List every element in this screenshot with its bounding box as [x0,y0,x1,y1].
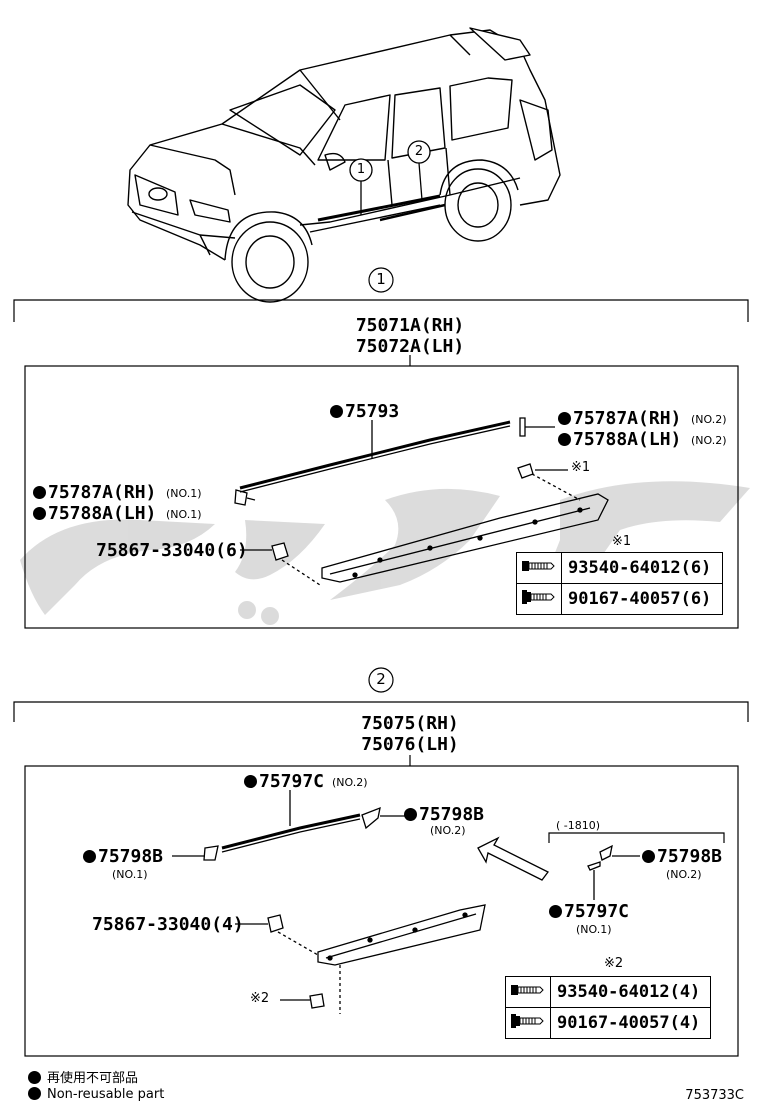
bolt-icon [505,976,551,1008]
legend-en-text: Non-reusable part [47,1087,165,1102]
clip-right-lh-number: 75788A(LH) [573,429,682,450]
end-left-number: 75798B [98,846,164,867]
section2-assembly-lh[interactable]: 75076(LH) [361,734,459,755]
bolt-icon [516,552,562,584]
clip-right-lh-note: (NO.2) [691,434,727,447]
part-75793[interactable]: 75793 [330,402,399,422]
vehicle-illustration [127,27,561,303]
clip-right-rh-number: 75787A(RH) [573,408,682,429]
figure-number: 753733C [685,1088,744,1103]
inset-date-range: ( -1810) [556,819,601,832]
vehicle-callout-2: 2 [414,144,424,159]
legend-en: Non-reusable part [28,1087,164,1102]
non-reusable-dot-icon [28,1087,41,1100]
section2-screw-ref: ※2 [250,991,270,1006]
section2-frame [13,667,749,1057]
screw-part-number[interactable]: 93540-64012(6) [561,552,723,584]
clip-left-rh[interactable]: 75787A(RH) [33,483,156,503]
section1-assembly-lh[interactable]: 75072A(LH) [355,336,465,357]
section2-parts [172,790,640,1014]
legend-jp-text: 再使用不可部品 [47,1071,139,1086]
end-left-note: (NO.1) [112,868,148,881]
clip-left-lh-number: 75788A(LH) [48,503,157,524]
end-right-note: (NO.2) [430,824,466,837]
clip-right-rh[interactable]: 75787A(RH) [558,409,681,429]
flange-bolt-icon [505,1007,551,1039]
screw-row: 93540-64012(6) [516,552,723,584]
molding-top-note: (NO.2) [332,776,368,789]
vehicle-callout-1: 1 [356,162,366,177]
clip-left-lh[interactable]: 75788A(LH) [33,504,156,524]
screw-row: 90167-40057(4) [505,1007,711,1039]
clip-left-lh-note: (NO.1) [166,508,202,521]
inset-molding-75797c[interactable]: 75797C [549,902,629,922]
end-75798b-no2[interactable]: 75798B [404,805,484,825]
inset-molding-note: (NO.1) [576,923,612,936]
section1-retainer[interactable]: 75867-33040(6) [96,540,248,561]
clip-right-note: (NO.2) [691,413,727,426]
molding-top-number: 75797C [259,771,325,792]
molding-75797c-no2[interactable]: 75797C [244,772,324,792]
screw-part-number[interactable]: 90167-40057(6) [561,583,723,615]
clip-left-note: (NO.1) [166,487,202,500]
section1-screw-table: 93540-64012(6) 90167-40057(6) [516,552,723,615]
screw-row: 90167-40057(6) [516,583,723,615]
non-reusable-dot-icon [28,1071,41,1084]
section1-parts [234,417,609,586]
section2-screw-table: 93540-64012(4) 90167-40057(4) [505,976,711,1039]
inset-end-note: (NO.2) [666,868,702,881]
legend-jp: 再使用不可部品 [28,1067,138,1086]
inset-end-75798b[interactable]: 75798B [642,847,722,867]
inset-molding-number: 75797C [564,901,630,922]
clip-left-rh-number: 75787A(RH) [48,482,157,503]
section2-retainer[interactable]: 75867-33040(4) [92,914,244,935]
section1-screw-ref: ※1 [571,460,591,475]
vehicle-callouts [349,140,431,215]
inset-end-number: 75798B [657,846,723,867]
section2-assembly-rh[interactable]: 75075(RH) [361,713,459,734]
screw-part-number[interactable]: 93540-64012(4) [550,976,711,1008]
section2-table-ref: ※2 [604,956,624,971]
section1-frame [13,267,749,629]
section2-marker: 2 [376,670,386,688]
section1-table-ref: ※1 [612,534,632,549]
section1-marker: 1 [376,270,386,288]
section1-assembly-rh[interactable]: 75071A(RH) [355,315,465,336]
screw-row: 93540-64012(4) [505,976,711,1008]
end-75798b-no1[interactable]: 75798B [83,847,163,867]
end-right-number: 75798B [419,804,485,825]
screw-part-number[interactable]: 90167-40057(4) [550,1007,711,1039]
flange-bolt-icon [516,583,562,615]
clip-right-lh[interactable]: 75788A(LH) [558,430,681,450]
part-75793-number: 75793 [345,401,400,422]
